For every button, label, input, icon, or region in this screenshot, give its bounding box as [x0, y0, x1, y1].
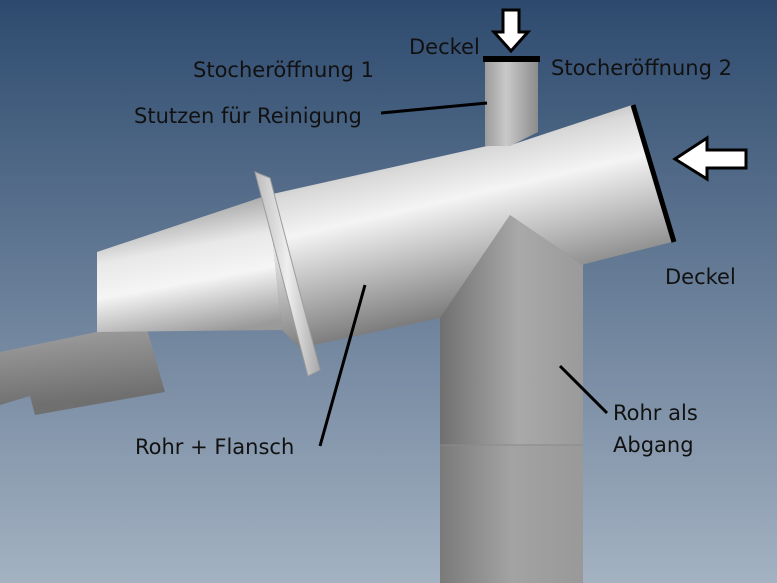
cleaning-nozzle	[485, 60, 538, 146]
main-pipe	[268, 105, 672, 348]
pipe-flange	[254, 171, 321, 377]
left-arrow-icon	[672, 135, 748, 182]
label-poke-hole-2: Stocheröffnung 2	[551, 56, 732, 80]
label-cover-right: Deckel	[665, 265, 736, 289]
outlet-pipe	[440, 215, 583, 583]
label-poke-hole-1: Stocheröffnung 1	[193, 58, 374, 82]
label-outlet-line2: Abgang	[613, 433, 694, 457]
label-pipe-flange: Rohr + Flansch	[135, 435, 294, 459]
pipe-section	[97, 195, 282, 332]
down-arrow-icon	[490, 8, 532, 54]
leader-line-outlet	[558, 364, 609, 415]
right-cover	[630, 104, 677, 243]
label-cleaning-nozzle: Stutzen für Reinigung	[134, 104, 362, 128]
label-cover-top: Deckel	[409, 35, 480, 59]
leader-line-nozzle	[380, 101, 488, 115]
label-outlet-line1: Rohr als	[613, 401, 698, 425]
inlet-pipe	[0, 322, 165, 415]
leader-line-pipe-flange	[318, 284, 367, 447]
